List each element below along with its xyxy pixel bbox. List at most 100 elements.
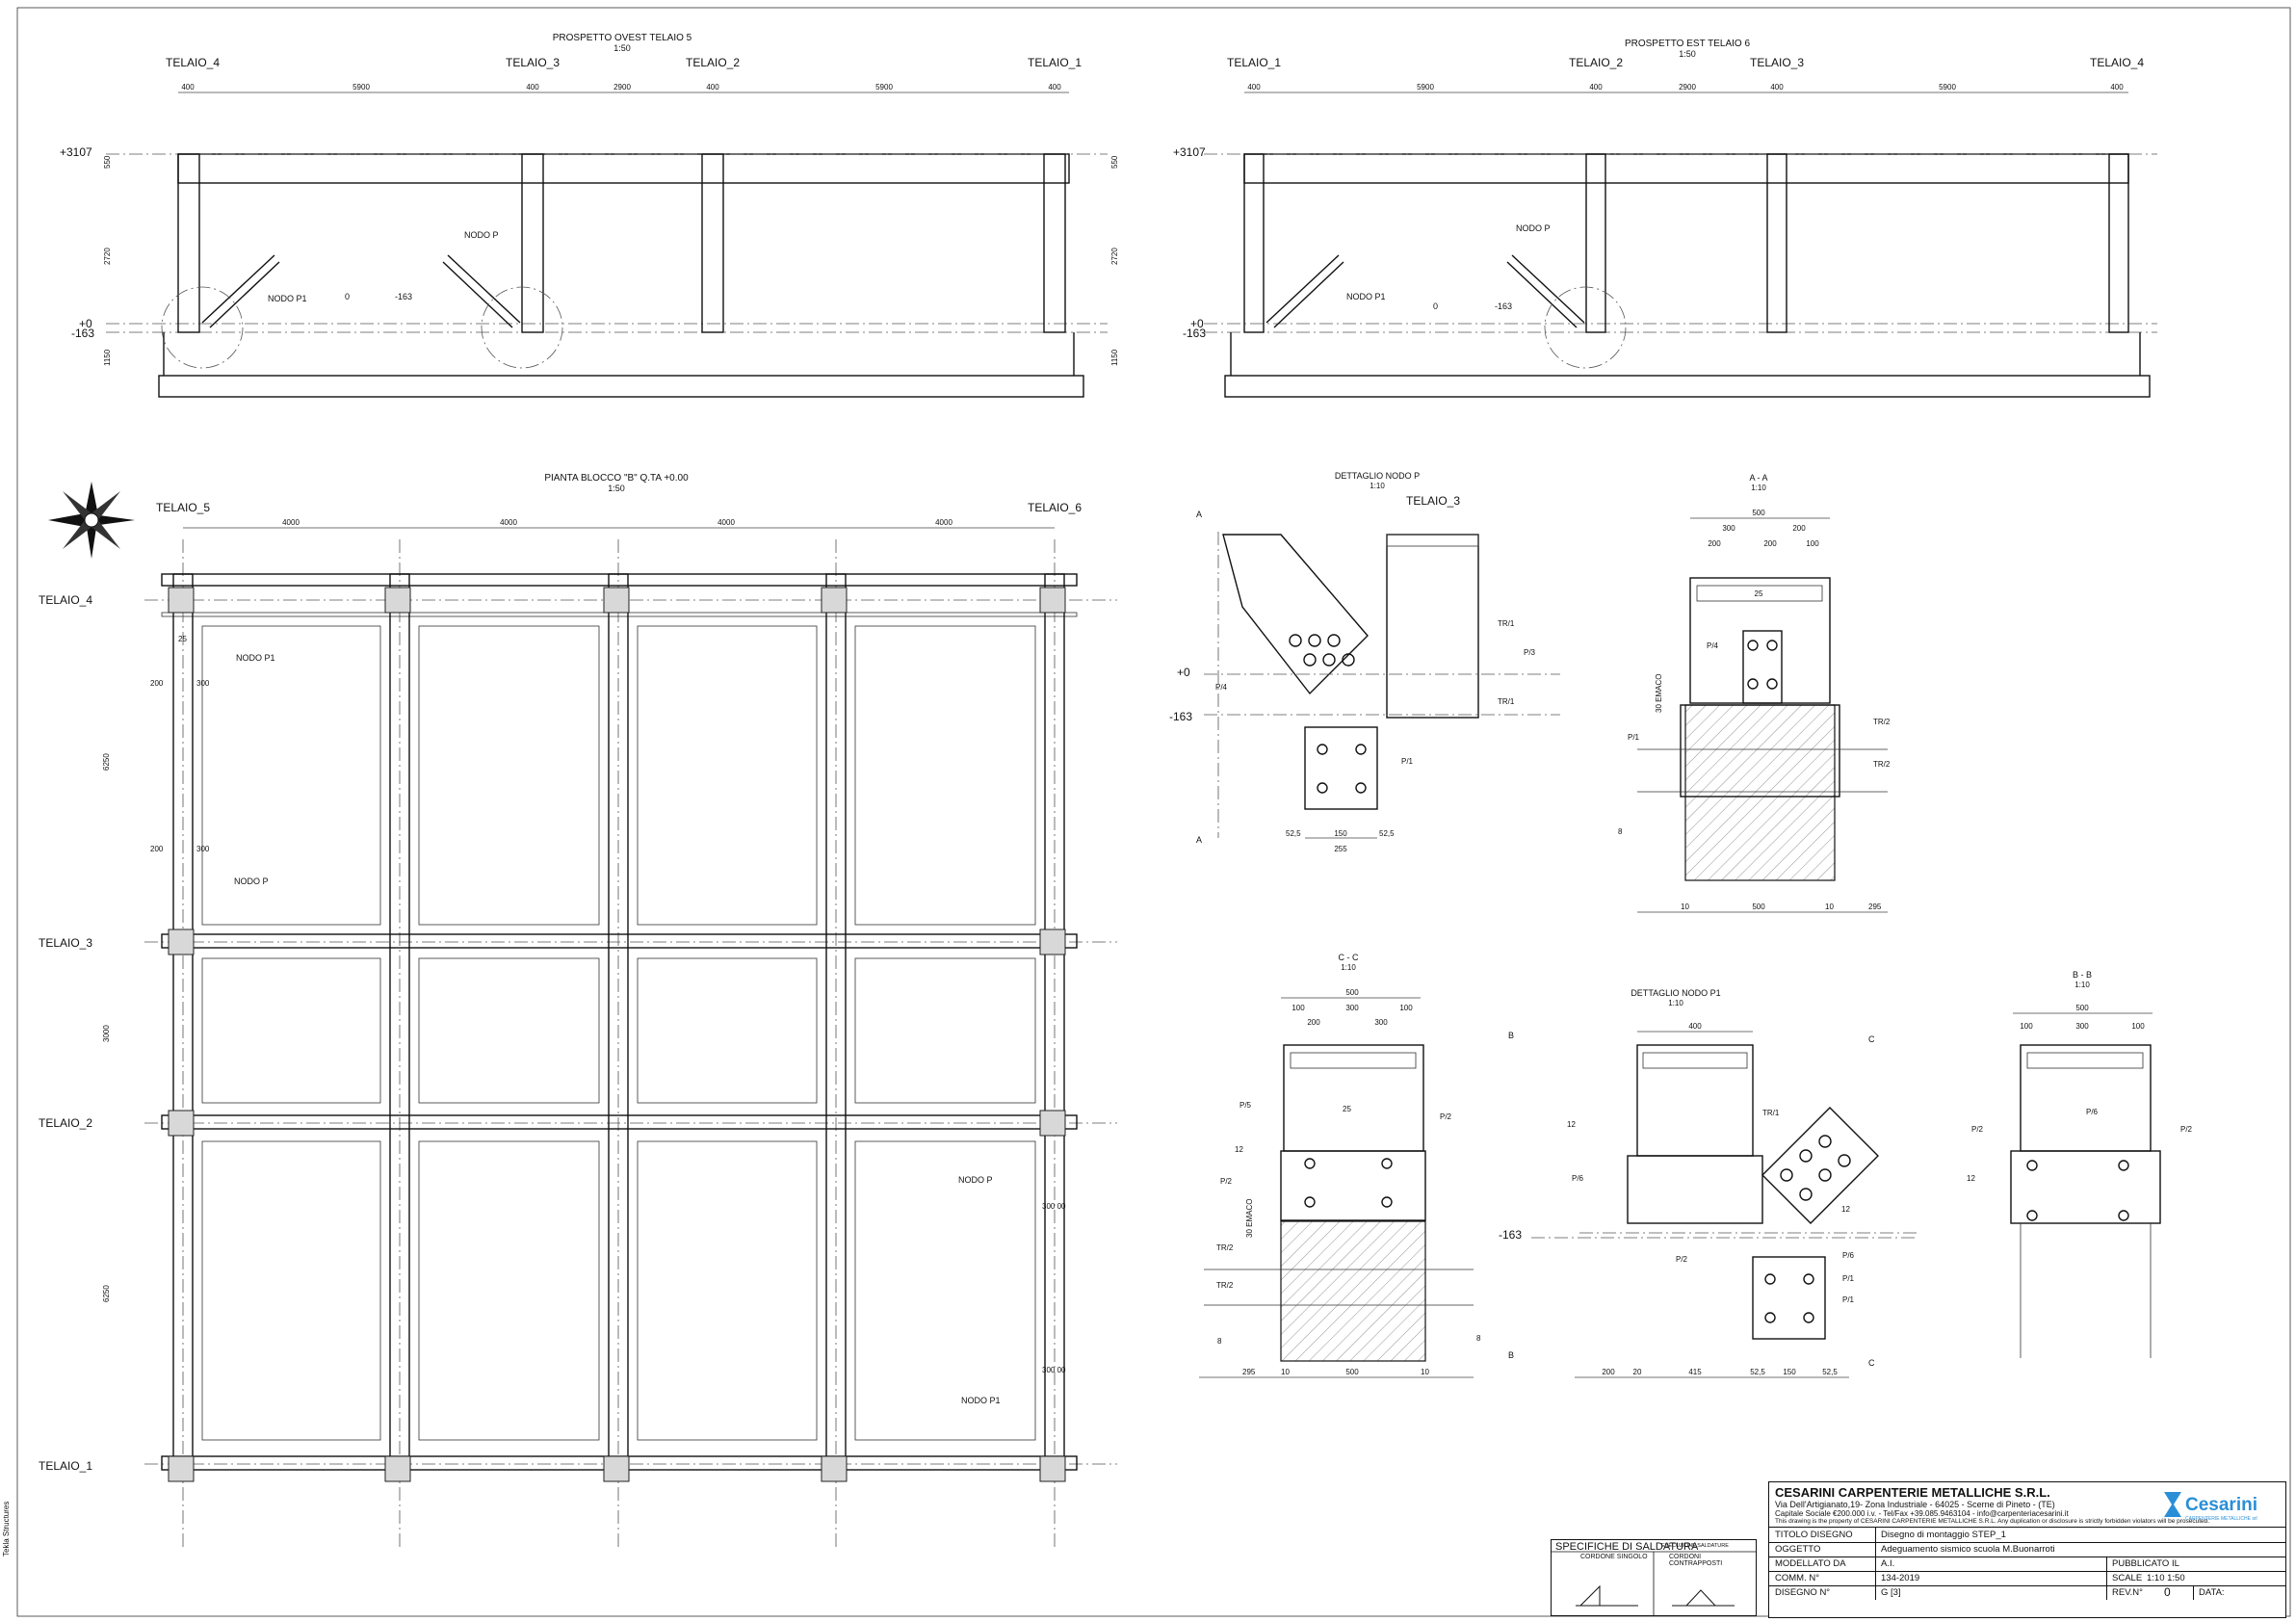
vdim-label: 1150 (1110, 349, 1119, 366)
part-label: TR/1 (1498, 619, 1515, 628)
dim-label: 5900 (352, 83, 370, 92)
node-label: NODO P1 (268, 294, 307, 303)
west-elevation: PROSPETTO OVEST TELAIO 5 1:50 TELAIO_4 T… (60, 33, 1119, 398)
dim-label: 5900 (1939, 83, 1956, 92)
rev-value: 0 (2164, 1585, 2171, 1599)
dim-label: 295 (1868, 903, 1882, 911)
section-title: A - A (1749, 473, 1767, 483)
logo-text: Cesarini (2185, 1495, 2257, 1515)
part-label: P/2 (1440, 1112, 1452, 1121)
small-dim: 300 (196, 679, 210, 688)
section-mark: A (1196, 835, 1202, 845)
dim-label: 5900 (1417, 83, 1434, 92)
node-label: NODO P (1516, 223, 1551, 233)
row-drawing: DISEGNO N° G [3] REV.N° 0 DATA: (1769, 1585, 2285, 1600)
section-title: B - B (2073, 970, 2092, 980)
detail-node-p1: DETTAGLIO NODO P1 1:10 400 -163 TR/1 P/6… (1499, 988, 1917, 1378)
dim-label: 10 (1281, 1368, 1290, 1376)
west-frame-label: TELAIO_3 (506, 56, 560, 69)
published-label: PUBBLICATO IL (2112, 1558, 2179, 1569)
small-dim: 200 (150, 845, 164, 853)
small-dim: 25 (178, 635, 187, 643)
dim-label: 200 (1708, 539, 1721, 548)
comm-value: 134-2019 (1881, 1573, 1920, 1583)
plan-col-label: TELAIO_5 (156, 501, 210, 514)
detail-node-p: DETTAGLIO NODO P 1:10 TELAIO_3 A A +0 -1… (1169, 471, 1560, 853)
part-label: 8 (1618, 827, 1623, 836)
part-label: P/1 (1628, 733, 1640, 742)
part-label: 25 (1343, 1105, 1351, 1113)
dim-label: 52,5 (1379, 829, 1395, 838)
vdim-label: 1150 (103, 349, 112, 366)
part-label: 30 EMACO (1655, 674, 1663, 713)
dim-label: 400 (706, 83, 719, 92)
part-label: P/6 (1842, 1251, 1855, 1260)
dim-label: 200 (1602, 1368, 1615, 1376)
subject-value: Adeguamento sismico scuola M.Buonarroti (1881, 1544, 2055, 1555)
title-label: TITOLO DISEGNO (1775, 1530, 1853, 1540)
plan-col-label: TELAIO_6 (1028, 501, 1082, 514)
node-label: NODO P1 (1346, 292, 1386, 301)
vdim-label: 550 (103, 155, 112, 169)
level-label: +3107 (60, 145, 92, 159)
west-frame-label: TELAIO_4 (166, 56, 220, 69)
small-dim: 300 00 (1042, 1366, 1066, 1374)
dim-label: 295 (1242, 1368, 1256, 1376)
comm-label: COMM. N° (1775, 1573, 1820, 1583)
company-address: Via Dell'Artigianato,19- Zona Industrial… (1775, 1500, 2055, 1509)
section-mark: A (1196, 510, 1202, 519)
row-subject: OGGETTO Adeguamento sismico scuola M.Buo… (1769, 1542, 2285, 1557)
part-label: P/2 (2180, 1125, 2193, 1134)
part-label: 12 (1567, 1120, 1576, 1129)
level-mark: -163 (395, 292, 412, 301)
dim-label: 300 (1374, 1018, 1388, 1027)
level-mark: -163 (1495, 301, 1512, 311)
dim-label: 400 (1688, 1022, 1702, 1031)
drawing-label: DISEGNO N° (1775, 1587, 1831, 1598)
company-header: CESARINI CARPENTERIE METALLICHE S.R.L. V… (1769, 1482, 2285, 1528)
weld-subtitle: ESECUZIONE SALDATURE (1661, 1543, 1729, 1549)
east-elevation: PROSPETTO EST TELAIO 6 1:50 TELAIO_1 TEL… (1173, 39, 2157, 398)
sheet-border (16, 7, 2291, 1617)
east-frame-label: TELAIO_3 (1750, 56, 1804, 69)
dim-label: 255 (1334, 845, 1347, 853)
modeled-label: MODELLATO DA (1775, 1558, 1846, 1569)
east-frame-label: TELAIO_1 (1227, 56, 1281, 69)
north-arrow-icon (48, 482, 135, 559)
dim-label: 100 (1399, 1004, 1413, 1012)
detail-title: DETTAGLIO NODO P1 (1631, 988, 1720, 998)
dim-label: 52,5 (1286, 829, 1301, 838)
dim-label: 4000 (282, 518, 300, 527)
section-c-c: C - C 1:10 500 100 300 100 200 300 P/5 P… (1199, 953, 1481, 1378)
dim-label: 20 (1633, 1368, 1642, 1376)
level-label: +0 (79, 317, 92, 330)
dim-label: 10 (1421, 1368, 1429, 1376)
title-value: Disegno di montaggio STEP_1 (1881, 1530, 2006, 1540)
dim-label: 415 (1688, 1368, 1702, 1376)
level-label: +3107 (1173, 145, 1206, 159)
section-scale: 1:10 (1341, 963, 1356, 972)
part-label: TR/1 (1498, 697, 1515, 706)
part-label: 8 (1476, 1334, 1481, 1343)
node-label: NODO P1 (961, 1396, 1001, 1405)
section-mark: B (1508, 1031, 1514, 1040)
part-label: 12 (1967, 1174, 1975, 1183)
part-label: P/2 (1971, 1125, 1984, 1134)
part-label: P/1 (1401, 757, 1414, 766)
dim-label: 100 (2131, 1022, 2145, 1031)
dim-label: 150 (1334, 829, 1347, 838)
node-label: NODO P (958, 1175, 993, 1185)
small-dim: 300 (196, 845, 210, 853)
west-scale: 1:50 (613, 43, 631, 53)
west-title: PROSPETTO OVEST TELAIO 5 (553, 33, 692, 43)
dim-label: 150 (1783, 1368, 1796, 1376)
part-label: TR/2 (1873, 718, 1891, 726)
plan-scale: 1:50 (608, 484, 625, 493)
part-label: TR/2 (1873, 760, 1891, 769)
scale-value: 1:10 1:50 (2147, 1573, 2185, 1583)
part-label: P/1 (1842, 1295, 1855, 1304)
software-label: Tekla Structures (2, 1501, 11, 1557)
level-label: +0 (1190, 317, 1204, 330)
dim-label: 4000 (718, 518, 735, 527)
part-label: 30 EMACO (1245, 1199, 1254, 1238)
